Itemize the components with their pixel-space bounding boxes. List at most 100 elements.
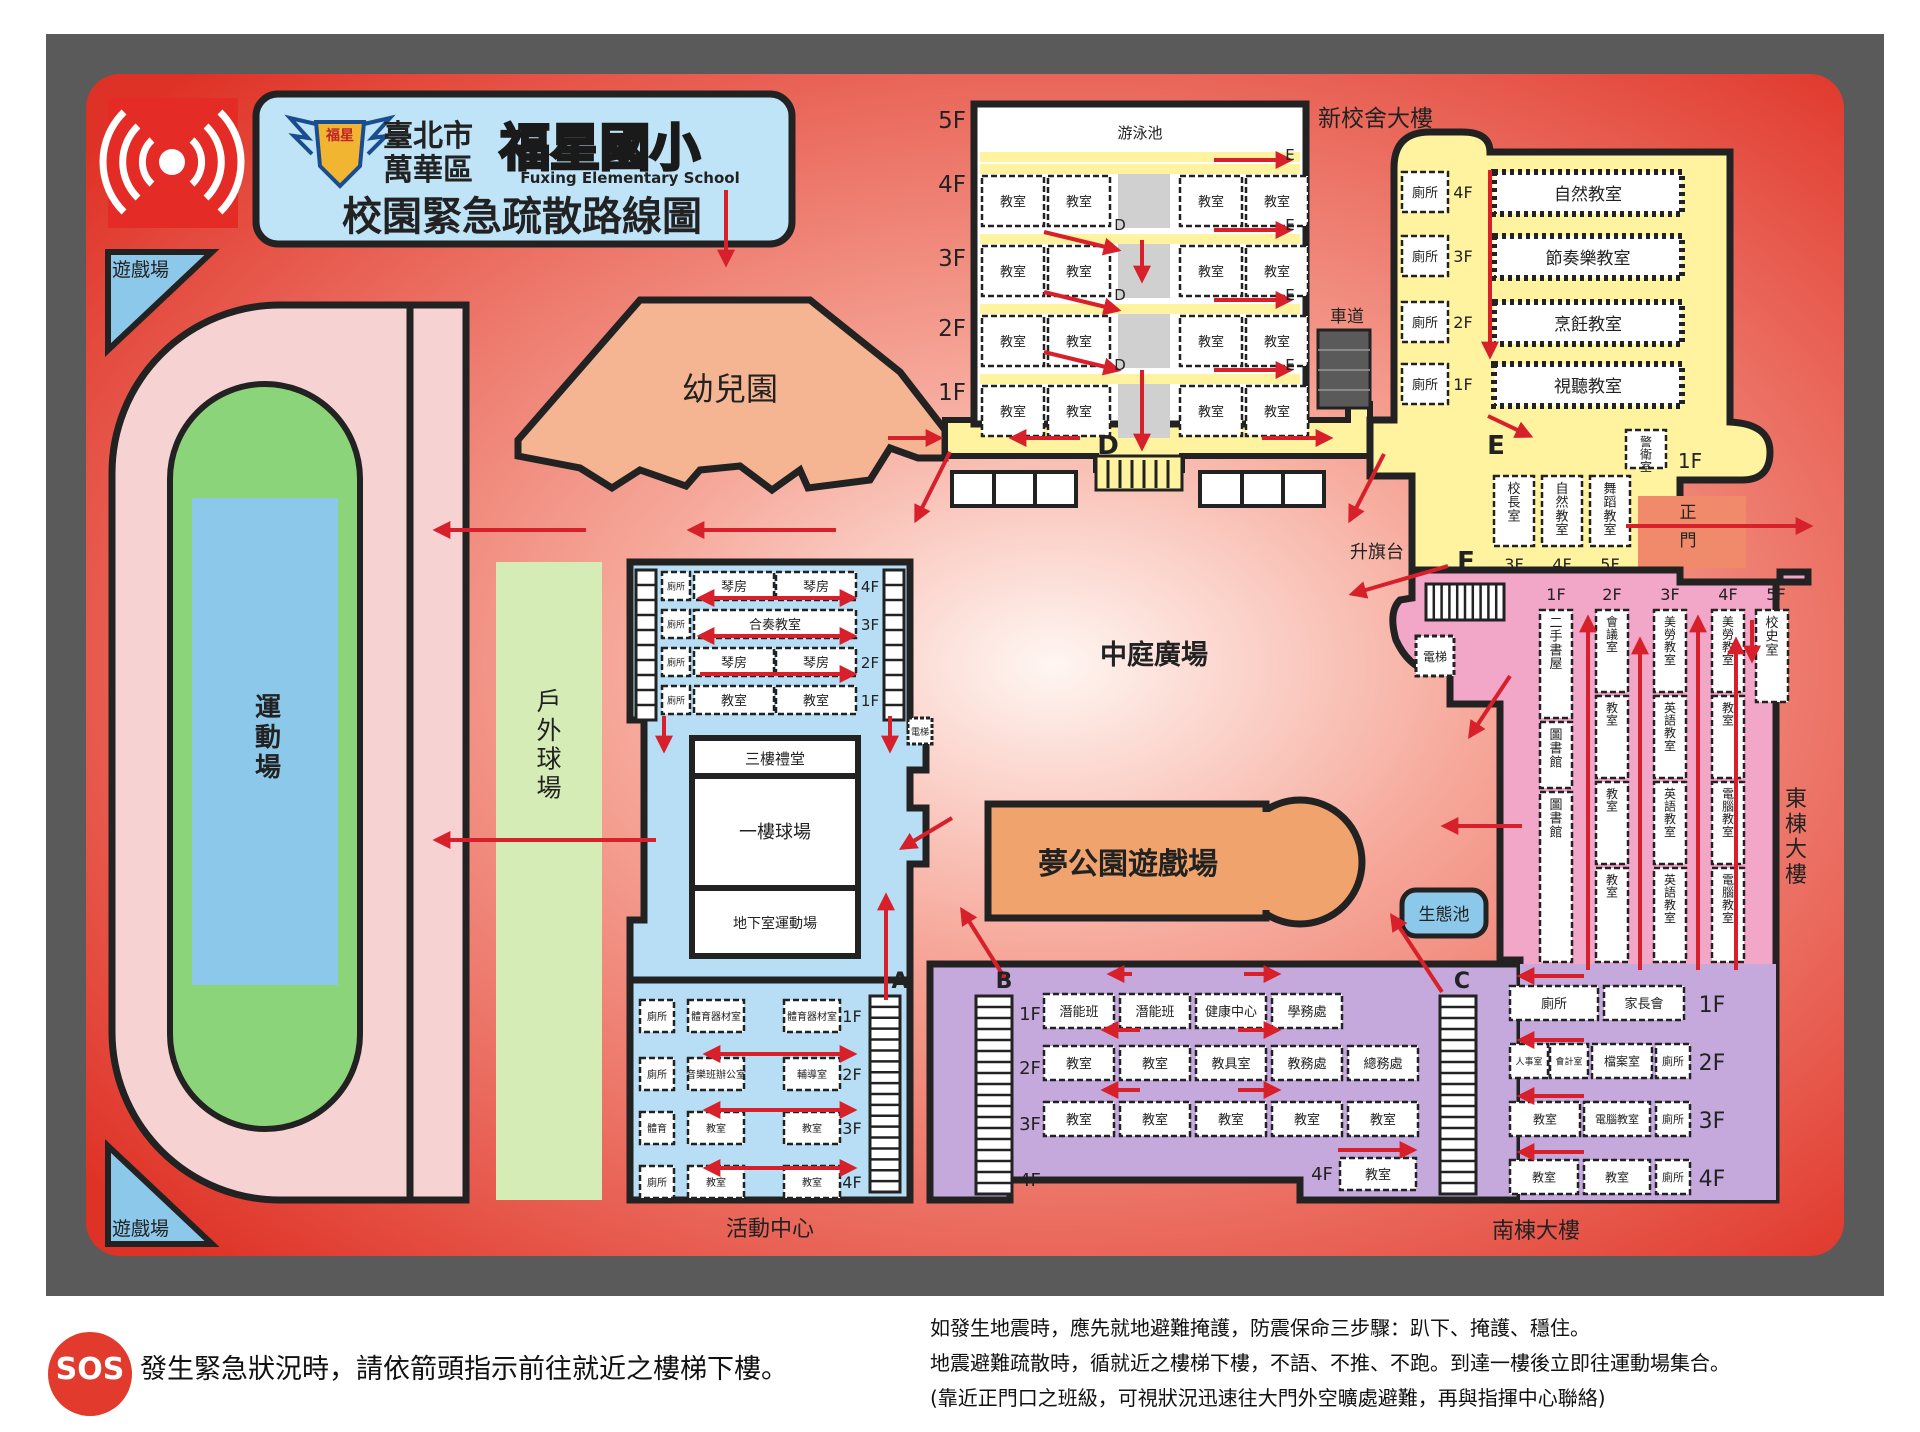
new-building-title: 新校舍大樓 [1318, 106, 1433, 132]
upper-toilet-label: 廁所 [667, 618, 685, 630]
south-r3-2-label: 教室 [1218, 1112, 1244, 1128]
evacuation-arrow [1390, 912, 1444, 994]
east-building-title: 東棟大樓 [1785, 787, 1807, 888]
evacuation-arrow [1348, 564, 1449, 599]
toilet [1400, 170, 1450, 214]
lower-room-3-2-label: 教室 [802, 1176, 822, 1189]
east-c1-1 [1594, 694, 1630, 780]
se-r3-2-label: 廁所 [1662, 1112, 1684, 1126]
evacuation-arrow [1487, 414, 1534, 438]
upper-room-2-0-label: 琴房 [721, 655, 747, 671]
lower-room-2-2-label: 教室 [802, 1122, 822, 1135]
upper-toilet [660, 608, 692, 640]
playground-top-label: 遊戲場 [112, 259, 169, 281]
dream-park-label: 夢公園遊戲場 [1038, 847, 1218, 882]
south-r1-1 [1118, 992, 1192, 1030]
office-2 [1588, 474, 1632, 548]
court-label: 戶外球場 [536, 687, 561, 802]
new-building-floor-2F: 2F [938, 316, 966, 342]
lower-room-1-2-label: 輔導室 [797, 1068, 827, 1081]
school-name: 福星國小 [499, 119, 700, 177]
se-r2-1 [1548, 1042, 1590, 1080]
playground-bottom-label: 遊戲場 [112, 1218, 169, 1240]
activity-lower-floor-3F: 3F [842, 1119, 861, 1138]
south-r2-0-label: 教室 [1066, 1056, 1092, 1072]
upper-room-1 [692, 608, 858, 640]
classroom [1046, 384, 1112, 438]
east-c3-3 [1710, 866, 1746, 964]
new-building-floor-3F: 3F [938, 246, 966, 272]
east-c0-2 [1538, 790, 1574, 964]
evacuation-arrow [898, 816, 954, 850]
east-c1-3-label: 教室 [1606, 872, 1618, 900]
eco-pond[interactable]: 生態池 [1399, 887, 1489, 939]
east-c1-0 [1594, 608, 1630, 694]
east-c0-0-label: 二手書屋 [1549, 616, 1562, 672]
main-gate[interactable]: 正 門 [1638, 496, 1746, 568]
lower-room-1-1-label: 音樂班辦公室 [686, 1068, 746, 1081]
east-c3-2-label: 電腦教室 [1722, 787, 1734, 839]
upper-room-3-0-label: 教室 [721, 693, 747, 709]
toilet-label: 廁所 [1412, 315, 1438, 331]
stair-marker-E: E [1285, 216, 1294, 234]
yellow-wing-room-0: 自然教室 [1554, 185, 1622, 205]
lower-room-0-2 [782, 998, 842, 1034]
activity-upper-floor-1F: 1F [861, 692, 879, 710]
south-building: 1F2F3F4F潛能班潛能班健康中心學務處教室教室教具室教務處總務處教室教室教室… [926, 960, 1580, 1244]
classroom-label: 教室 [1066, 334, 1092, 350]
south-floor-2F: 2F [1019, 1058, 1041, 1079]
elevator-label: 電梯 [1423, 650, 1447, 664]
se-r2-2 [1590, 1042, 1654, 1080]
classroom [980, 384, 1046, 438]
hall-basement: 地下室運動場 [733, 915, 817, 932]
elevator-small[interactable] [906, 716, 934, 746]
south-r2-4-label: 總務處 [1363, 1056, 1402, 1072]
classroom [1046, 244, 1112, 298]
lower-room-3-0-label: 廁所 [647, 1176, 667, 1189]
east-floor-3F: 3F [1660, 585, 1679, 604]
se-floor-3F: 3F [1699, 1109, 1726, 1134]
elevator[interactable] [1414, 634, 1456, 678]
se-r3-1-label: 電腦教室 [1595, 1112, 1639, 1126]
south-floor-4f-right: 4F [1311, 1164, 1333, 1185]
stair-marker-D: D [1114, 216, 1126, 234]
classroom [1244, 384, 1310, 438]
east-c3-2 [1710, 780, 1746, 866]
east-c1-1-label: 教室 [1606, 700, 1618, 728]
classroom [1244, 314, 1310, 368]
south-r3-1 [1118, 1100, 1192, 1138]
se-r4-1 [1582, 1158, 1652, 1196]
new-building-floor-5F: 5F [938, 108, 966, 134]
corridor-benches [950, 454, 1326, 508]
pool-corridor [980, 152, 1300, 162]
upper-room-3-0 [692, 684, 776, 716]
yellow-wing-room-3: 視聽教室 [1554, 377, 1622, 397]
east-floor-5F: 5F [1766, 585, 1785, 604]
upper-room-3-1-label: 教室 [803, 693, 829, 709]
upper-room-0-1-label: 琴房 [803, 579, 829, 595]
gate-label-1: 正 [1680, 503, 1697, 523]
field-label: 運動場 [255, 693, 281, 783]
se-r1-1-label: 家長會 [1624, 996, 1663, 1012]
stair-marker-E: E [1285, 146, 1294, 164]
east-floor-2F: 2F [1602, 585, 1621, 604]
stair-marker-E: E [1285, 286, 1294, 304]
classroom-label: 教室 [1264, 334, 1290, 350]
stair-label-F: F [1457, 547, 1475, 577]
stair-label-E: E [1487, 431, 1505, 461]
se-r2-3 [1654, 1042, 1692, 1080]
south-r3-3-label: 教室 [1294, 1112, 1320, 1128]
se-r4-0 [1508, 1158, 1580, 1196]
east-c1-2 [1594, 780, 1630, 866]
district-label: 萬華區 [383, 153, 473, 188]
se-floor-2F: 2F [1699, 1051, 1726, 1076]
south-r2-0 [1042, 1044, 1116, 1082]
south-r3-1-label: 教室 [1142, 1112, 1168, 1128]
evacuation-arrow [1348, 453, 1386, 524]
se-r3-0-label: 教室 [1533, 1112, 1557, 1127]
upper-toilet-label: 廁所 [667, 580, 685, 592]
playground-bottom: 遊戲場 [105, 1139, 220, 1247]
upper-room-0-0-label: 琴房 [721, 579, 747, 595]
office-0-label: 校長室 [1507, 481, 1520, 524]
